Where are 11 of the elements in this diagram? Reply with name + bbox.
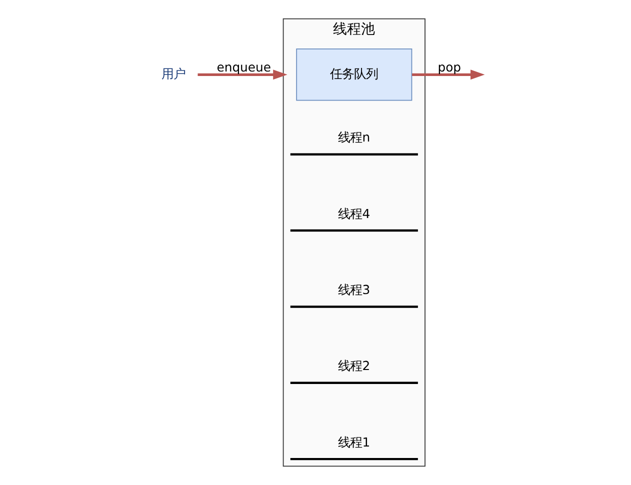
node-text: 线程3	[338, 282, 370, 298]
node-text: 线程n	[338, 130, 370, 145]
node-text: 线程1	[338, 434, 370, 450]
node-text: 线程2	[338, 358, 370, 374]
arrow	[198, 70, 288, 80]
edge-label: enqueue	[216, 59, 272, 74]
edge-label: pop	[438, 59, 462, 74]
arrow	[412, 70, 485, 80]
node-text: 线程4	[338, 206, 370, 221]
node-box: 任务队列	[296, 48, 412, 101]
node-text: 用户	[161, 66, 186, 81]
